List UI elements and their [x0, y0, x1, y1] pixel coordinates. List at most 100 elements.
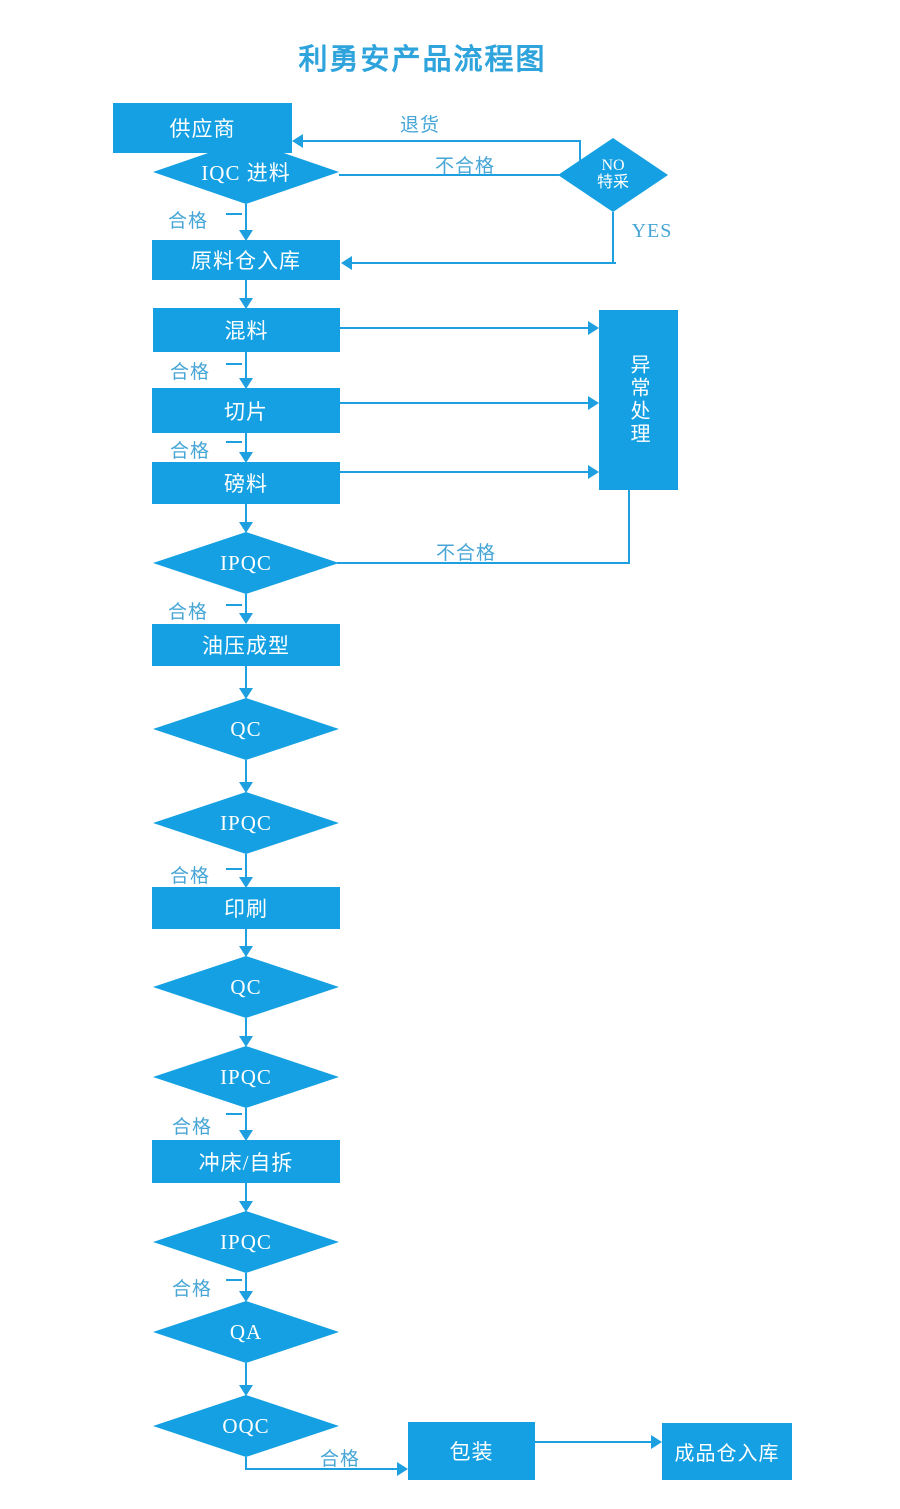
- node-ipqc-4-label: IPQC: [220, 1229, 272, 1254]
- arrowhead-ipqc1: [239, 522, 253, 533]
- node-slicing: 切片: [152, 388, 340, 433]
- node-ipqc-3-label: IPQC: [220, 1064, 272, 1089]
- node-slicing-label: 切片: [224, 399, 268, 424]
- node-ipqc-4: IPQC: [153, 1211, 339, 1273]
- node-supplier: 供应商: [113, 103, 292, 153]
- arrowhead-oqc: [239, 1385, 253, 1396]
- arrowhead-ipqc4: [239, 1201, 253, 1212]
- arrowhead-into-raw-warehouse: [341, 256, 352, 270]
- node-hydraulic-molding: 油压成型: [152, 624, 340, 666]
- edge-label-qualified-2: 合格: [169, 362, 210, 383]
- node-oqc-label: OQC: [222, 1413, 270, 1438]
- connector-oqc-drop: [245, 1457, 247, 1470]
- node-finished-goods-warehouse-label: 成品仓入库: [674, 1443, 780, 1465]
- connector-hydraulic-to-qc1: [245, 666, 247, 688]
- connector-return-goods: [303, 140, 581, 142]
- connector-slicing-to-exception: [340, 402, 588, 404]
- node-packing-label: 包装: [449, 1440, 494, 1464]
- connector-printing-to-qc2: [245, 929, 247, 946]
- node-weighing-label: 磅料: [224, 472, 268, 496]
- node-qc-2-label: QC: [230, 974, 262, 999]
- arrowhead-weighing: [239, 452, 253, 463]
- arrowhead-hydraulic: [239, 613, 253, 624]
- node-iqc-incoming-label: IQC 进料: [201, 161, 291, 185]
- arrowhead-punching: [239, 1130, 253, 1141]
- node-packing: 包装: [408, 1422, 535, 1480]
- qualified-tick-4: [226, 604, 242, 606]
- arrowhead-exception-3: [588, 465, 599, 479]
- connector-raw-to-mixing: [245, 280, 247, 298]
- connector-mixing-to-exception: [340, 327, 588, 329]
- qualified-tick-3: [226, 441, 242, 443]
- connector-mixing-to-slicing: [245, 352, 247, 378]
- node-mixing-label: 混料: [224, 319, 269, 343]
- arrowhead-raw-warehouse: [239, 230, 253, 241]
- node-raw-material-warehouse: 原料仓入库: [152, 240, 340, 280]
- node-exception-handling: 异常处理: [599, 310, 678, 490]
- arrowhead-qc2: [239, 946, 253, 957]
- node-qc-2: QC: [153, 956, 339, 1018]
- node-ipqc-2-label: IPQC: [220, 810, 272, 835]
- node-qa-label: QA: [229, 1319, 263, 1344]
- qualified-tick-6: [226, 1113, 242, 1115]
- edge-label-yes: YES: [631, 220, 673, 242]
- connector-yes-drop: [612, 212, 614, 264]
- node-qc-1: QC: [153, 698, 339, 760]
- edge-label-qualified-4: 合格: [167, 602, 208, 623]
- special-acceptance-line1: NO: [601, 157, 625, 175]
- node-supplier-label: 供应商: [169, 117, 236, 141]
- node-finished-goods-warehouse: 成品仓入库: [662, 1423, 792, 1480]
- connector-ipqc4-to-qa: [245, 1273, 247, 1291]
- node-oqc: OQC: [153, 1395, 339, 1457]
- connector-unqualified-riser: [628, 490, 630, 564]
- qualified-tick-7: [226, 1279, 242, 1281]
- arrowhead-qa: [239, 1291, 253, 1302]
- node-printing: 印刷: [152, 887, 340, 929]
- arrowhead-packing: [397, 1462, 408, 1476]
- node-punching-label: 冲床/自拆: [198, 1150, 294, 1175]
- arrowhead-ipqc3: [239, 1036, 253, 1047]
- connector-ipqc2-to-printing: [245, 854, 247, 877]
- edge-label-qualified-6: 合格: [171, 1117, 212, 1138]
- connector-qa-to-oqc: [245, 1363, 247, 1385]
- node-hydraulic-molding-label: 油压成型: [202, 634, 290, 658]
- connector-iqc-unqualified: [339, 174, 559, 176]
- node-punching: 冲床/自拆: [152, 1140, 340, 1183]
- arrowhead-printing: [239, 877, 253, 888]
- edge-label-qualified-7: 合格: [171, 1279, 212, 1300]
- node-qc-1-label: QC: [230, 716, 262, 741]
- qualified-tick-5: [226, 868, 242, 870]
- arrowhead-exception-1: [588, 321, 599, 335]
- arrowhead-mixing: [239, 298, 253, 309]
- connector-weighing-to-exception: [340, 471, 588, 473]
- node-ipqc-1-label: IPQC: [220, 550, 272, 575]
- connector-weighing-to-ipqc1: [245, 504, 247, 522]
- node-printing-label: 印刷: [224, 897, 268, 921]
- connector-ipqc1-unqualified: [337, 562, 630, 564]
- connector-packing-to-finished: [535, 1441, 652, 1443]
- node-special-acceptance: NO 特采: [558, 138, 668, 212]
- connector-slicing-to-weighing: [245, 433, 247, 452]
- arrowhead-into-supplier: [292, 134, 303, 148]
- connector-ipqc3-to-punching: [245, 1108, 247, 1130]
- connector-oqc-to-packing: [245, 1468, 398, 1470]
- node-raw-material-warehouse-label: 原料仓入库: [191, 249, 301, 273]
- edge-label-unqualified-1: 不合格: [434, 156, 495, 177]
- connector-yes-horizontal: [352, 262, 616, 264]
- node-ipqc-3: IPQC: [153, 1046, 339, 1108]
- arrowhead-slicing: [239, 378, 253, 389]
- connector-return-goods-drop: [579, 140, 581, 170]
- node-special-acceptance-label: NO 特采: [596, 157, 629, 192]
- connector-ipqc1-to-hydraulic: [245, 594, 247, 613]
- edge-label-qualified-8: 合格: [319, 1449, 360, 1470]
- node-qa: QA: [153, 1301, 339, 1363]
- arrowhead-ipqc2: [239, 782, 253, 793]
- node-weighing: 磅料: [152, 462, 340, 504]
- connector-qc1-to-ipqc2: [245, 760, 247, 782]
- special-acceptance-line2: 特采: [596, 174, 629, 191]
- node-mixing: 混料: [153, 308, 340, 352]
- edge-label-qualified-1: 合格: [167, 211, 208, 232]
- node-ipqc-2: IPQC: [153, 792, 339, 854]
- qualified-tick-2: [226, 363, 242, 365]
